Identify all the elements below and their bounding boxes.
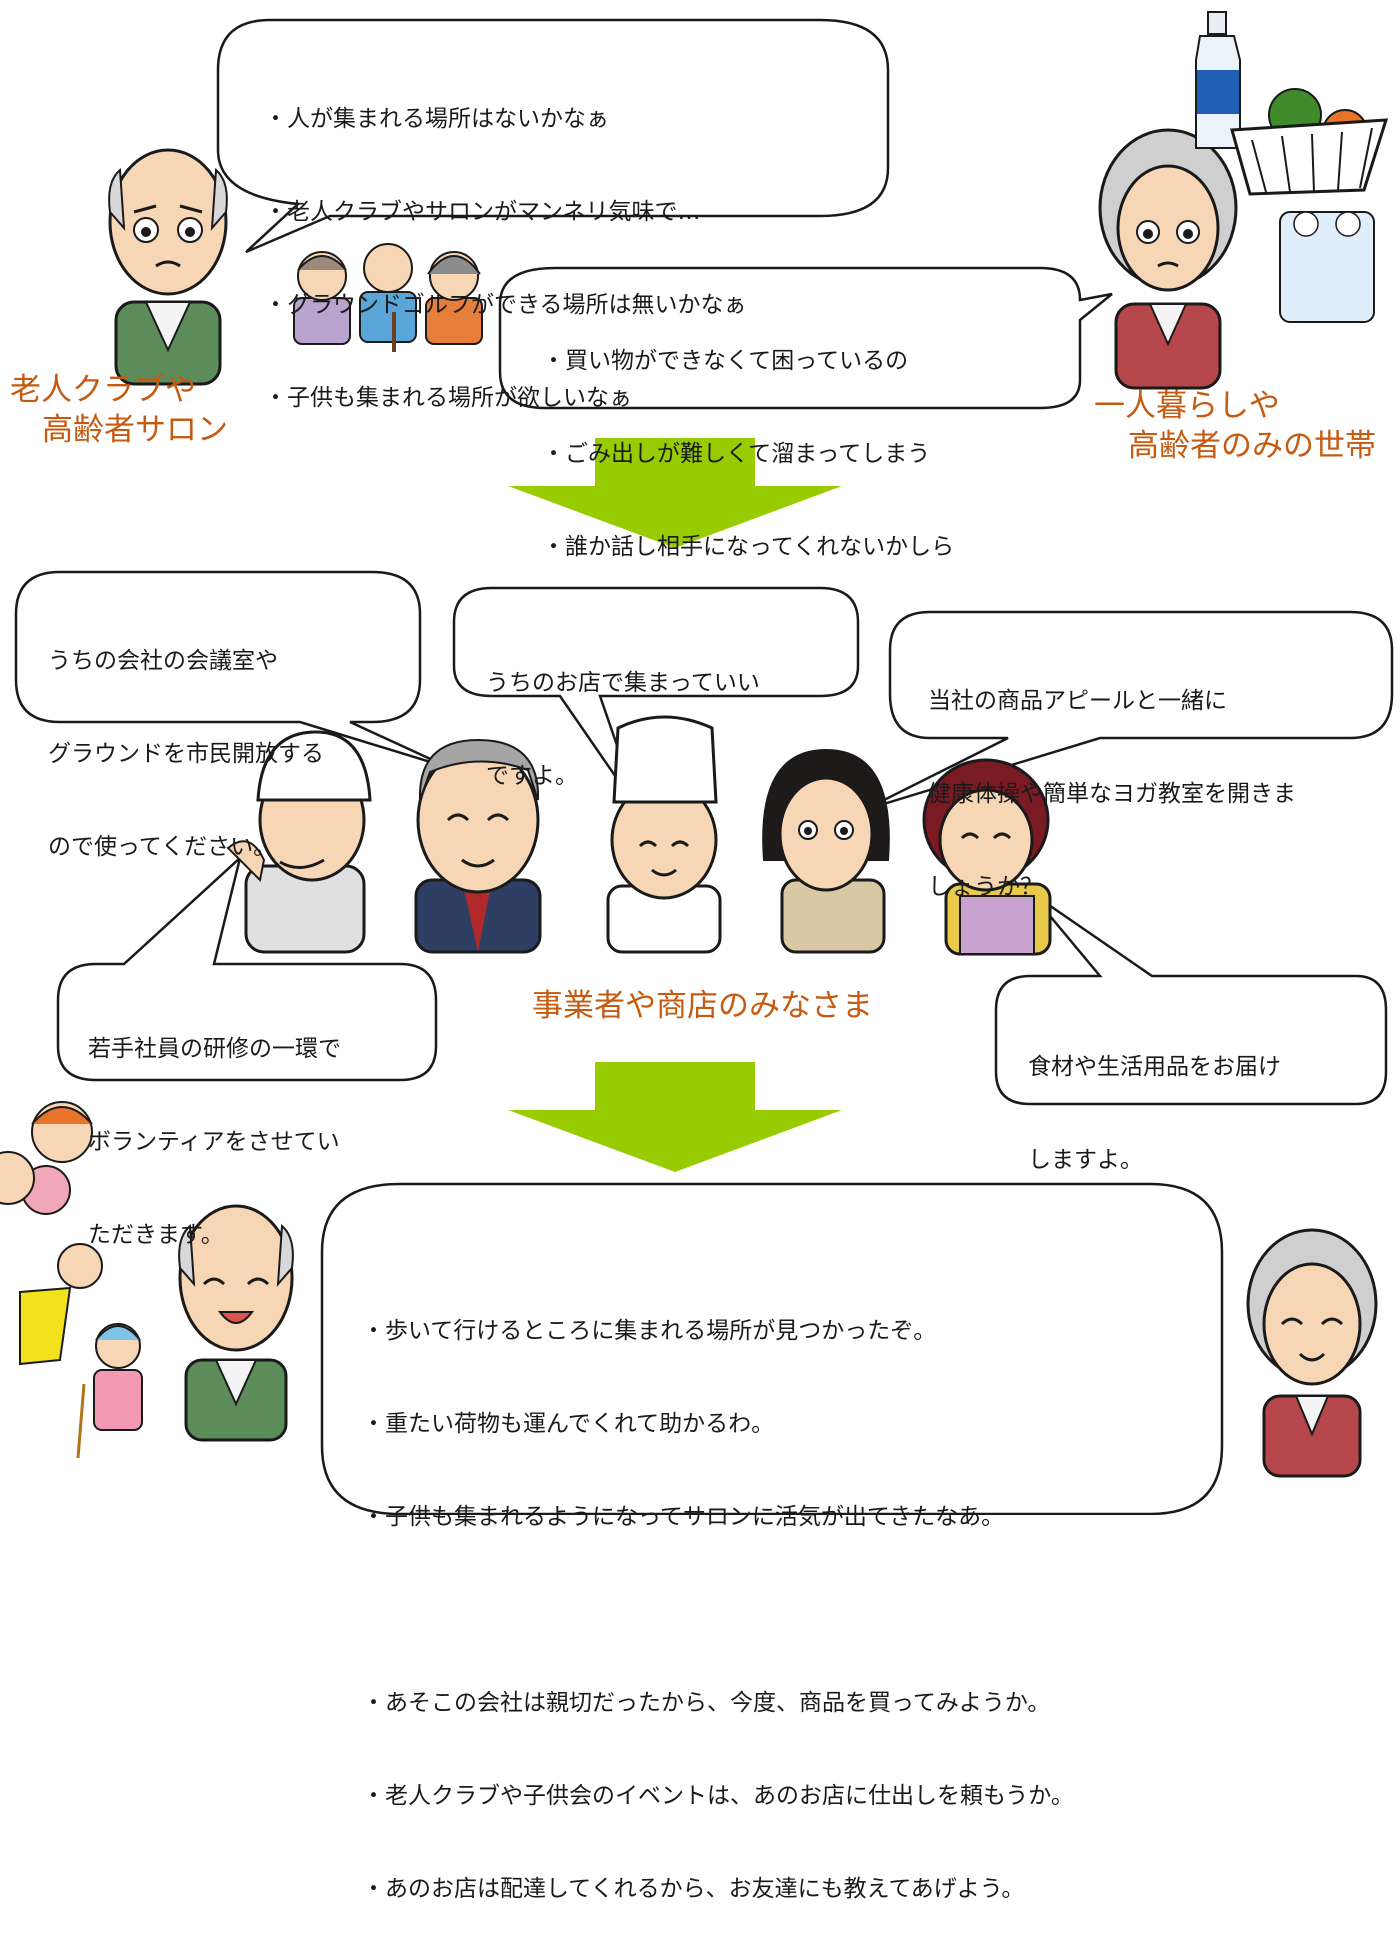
bubble-line: うちの会社の会議室や (48, 648, 278, 674)
bubble-line: ですよ。 (486, 763, 578, 789)
bubble-line: ・誰か話し相手になってくれないかしら (542, 534, 955, 560)
result-bubble-shape (320, 1182, 1224, 1515)
bubble-line: ・老人クラブや子供会のイベントは、あのお店に仕出しを頼もうか。 (362, 1783, 1074, 1809)
label-businesses: 事業者や商店のみなさま (532, 988, 873, 1024)
label-senior-club: 老人クラブや 高齢者サロン (10, 370, 228, 450)
construction-worker-icon (226, 730, 372, 954)
bubble-spacer (362, 1595, 1074, 1626)
bubble-line: しますよ。 (1028, 1147, 1143, 1173)
bubble-shop-shape (994, 890, 1388, 1106)
elderly-man-worried-icon (107, 148, 229, 386)
bubble-line: 健康体操や簡単なヨガ教室を開きま (928, 781, 1296, 807)
bubble-line: しょうか？ (928, 874, 1043, 900)
old-man-speech-bubble (216, 18, 890, 254)
elderly-woman-worried-icon (1098, 128, 1238, 390)
old-man-bubble-text: ・人が集まれる場所はないかなぁ ・老人クラブやサロンがマンネリ気味で… ・グラウ… (264, 42, 747, 445)
elderly-woman-smiling-icon (1246, 1228, 1378, 1478)
sports-drink-bottle-icon (1195, 11, 1241, 149)
old-woman-speech-bubble (498, 266, 1113, 410)
bubble-line: ・歩いて行けるところに集まれる場所が見つかったぞ。 (362, 1318, 937, 1344)
bubble-line: ボランティアをさせてい (88, 1129, 340, 1155)
bubble-line: ・買い物ができなくて困っているの (542, 348, 909, 374)
toilet-paper-pack-icon (1279, 211, 1375, 323)
bubble-chef-text: うちのお店で集まっていい ですよ。 (486, 606, 760, 823)
company-president-icon (414, 738, 542, 954)
office-woman-icon (762, 748, 890, 954)
bubble-line: ・ごみ出しが難しくて溜まってしまう (542, 441, 931, 467)
bubble-line: ・あのお店は配達してくれるから、お友達にも教えてあげよう。 (362, 1876, 1025, 1902)
playing-children-icon (0, 1101, 143, 1459)
arrow-down-2 (508, 1062, 842, 1172)
bubble-line: うちのお店で集まっていい (486, 670, 760, 696)
label-line: 高齢者サロン (42, 412, 228, 448)
bubble-company-text: うちの会社の会議室や グラウンドを市民開放する ので使ってください。 (48, 584, 324, 894)
bubble-line: ・老人クラブやサロンがマンネリ気味で… (264, 199, 701, 225)
arrow-down-1 (508, 438, 842, 548)
bubble-line: グラウンドを市民開放する (48, 741, 324, 767)
bubble-line: ・グラウンドゴルフができる場所は無いかなぁ (264, 292, 747, 318)
bubble-line: ・子供も集まれるようになってサロンに活気が出てきたなあ。 (362, 1504, 1005, 1530)
bubble-line: ・子供も集まれる場所が欲しいなぁ (264, 385, 632, 411)
result-bubble-text: ・歩いて行けるところに集まれる場所が見つかったぞ。 ・重たい荷物も運んでくれて助… (362, 1254, 1074, 1936)
chef-icon (606, 715, 722, 954)
bubble-worker-text: 若手社員の研修の一環で ボランティアをさせてい ただきます。 (88, 972, 341, 1282)
shop-lady-apron-icon (922, 758, 1052, 956)
bubble-woman-text: 当社の商品アピールと一緒に 健康体操や簡単なヨガ教室を開きま しょうか？ (928, 624, 1296, 934)
illustration-canvas (0, 11, 1394, 1515)
seated-elderly-group-icon (293, 243, 483, 352)
label-single-household: 一人暮らしや 高齢者のみの世帯 (1094, 386, 1376, 466)
bubble-line: ただきます。 (88, 1222, 224, 1248)
bubble-line: 当社の商品アピールと一緒に (928, 688, 1227, 714)
bubble-line: ・重たい荷物も運んでくれて助かるわ。 (362, 1411, 775, 1437)
bubble-line: ので使ってください。 (48, 834, 277, 860)
bubble-line: 食材や生活用品をお届け (1028, 1054, 1281, 1080)
vegetable-basket-icon (1230, 88, 1389, 196)
label-line: 高齢者のみの世帯 (1128, 428, 1376, 464)
bubble-shop-text: 食材や生活用品をお届け しますよ。 (1028, 990, 1281, 1207)
label-line: 老人クラブや (10, 372, 196, 408)
old-woman-bubble-text: ・買い物ができなくて困っているの ・ごみ出しが難しくて溜まってしまう ・誰か話し… (542, 284, 954, 594)
bubble-line: ・人が集まれる場所はないかなぁ (264, 106, 609, 132)
bubble-company-shape (14, 570, 451, 770)
bubble-line: 若手社員の研修の一環で (88, 1036, 341, 1062)
bubble-worker-shape (56, 854, 438, 1082)
bubble-line: ・あそこの会社は親切だったから、今度、商品を買ってみようか。 (362, 1690, 1051, 1716)
label-line: 一人暮らしや (1094, 388, 1280, 424)
